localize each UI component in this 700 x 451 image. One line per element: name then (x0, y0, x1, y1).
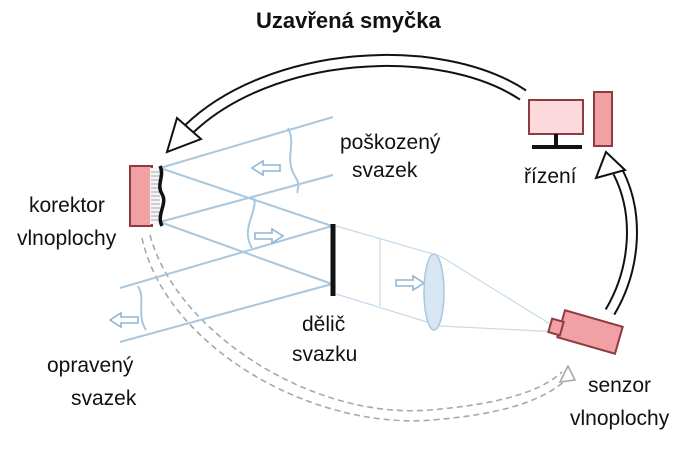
sensor-cone (335, 225, 561, 333)
diagram-title: Uzavřená smyčka (256, 8, 441, 33)
loop-arrow-top (165, 54, 527, 154)
label-sensor-line1: senzor (588, 374, 652, 397)
label-corrector-line2: vlnoplochy (17, 227, 117, 250)
label-control: řízení (524, 165, 577, 188)
label-damaged-beam-line1: poškozený (340, 131, 441, 154)
beam-lines (119, 116, 334, 343)
label-damaged-beam-line2: svazek (352, 159, 418, 182)
lens (423, 253, 445, 331)
dashed-path (141, 234, 577, 422)
label-corrector-line1: korektor (29, 194, 105, 217)
beam-direction-arrows (108, 159, 426, 329)
sensor-camera (547, 309, 624, 355)
label-splitter-line1: dělič (302, 313, 346, 336)
loop-arrow-right (594, 150, 638, 316)
corrector-device (129, 165, 166, 227)
label-splitter-line2: svazku (292, 343, 358, 366)
label-corrected-beam-line1: opravený (47, 354, 134, 377)
label-sensor-line2: vlnoplochy (570, 407, 670, 430)
label-corrected-beam-line2: svazek (71, 387, 137, 410)
control-computer (528, 91, 613, 149)
